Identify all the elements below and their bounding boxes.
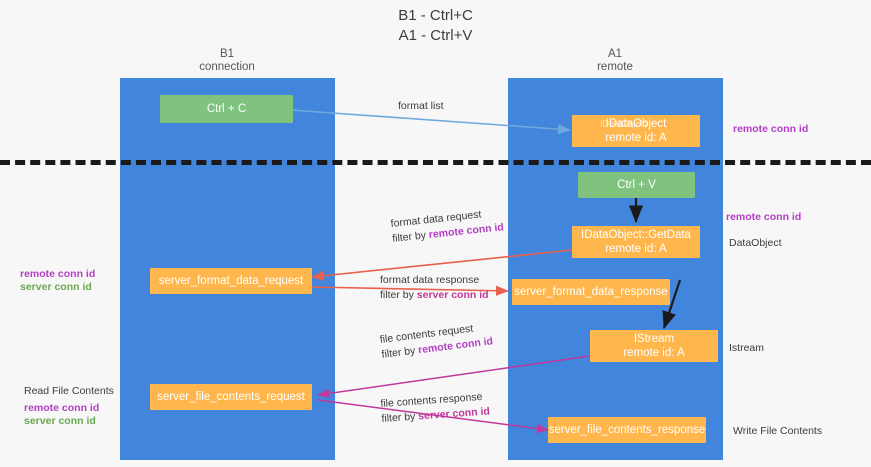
box-server-file-contents-request-label: server_file_contents_request — [157, 391, 305, 403]
box-ctrl-v[interactable]: Ctrl + V — [578, 172, 695, 198]
annotation-left-server-conn-id: server conn id — [20, 281, 92, 293]
annotation-left-remote-conn-id-2: remote conn id — [24, 402, 100, 414]
column-header-b1-name: B1 — [219, 48, 235, 60]
column-header-a1-name: A1 — [607, 48, 623, 60]
page-title: B1 - Ctrl+C A1 - Ctrl+V — [0, 6, 871, 46]
annotation-dataobject: DataObject — [729, 237, 782, 249]
annotation-left-remote-conn-id: remote conn id — [20, 268, 96, 280]
box-ctrl-c[interactable]: Ctrl + C — [160, 95, 293, 123]
box-istream-line-2: remote id: A — [623, 347, 685, 359]
box-server-format-data-request-label: server_format_data_request — [158, 275, 304, 287]
annotation-write-file-contents: Write File Contents — [733, 425, 823, 437]
annotation-istream: Istream — [729, 342, 765, 354]
edge-label-format-list: format list — [398, 99, 444, 114]
annotation-remote-conn-id-mid: remote conn id — [726, 211, 802, 223]
box-istream-line-1: IStream — [633, 333, 675, 345]
filter-key-server-conn-id: server conn id — [416, 289, 489, 301]
annotation-left-server-conn-id-2: server conn id — [24, 415, 96, 427]
edge-label-file-contents-request: file contents request filter by remote c… — [379, 319, 494, 362]
box-idataobject-ghost-text: IDataObject — [599, 119, 647, 129]
filter-prefix: filter by — [381, 410, 419, 425]
filter-prefix: filter by — [391, 229, 430, 245]
box-idataobject[interactable]: IDataObject IDataObject remote id: A — [572, 115, 700, 147]
box-idataobject-line-2: remote id: A — [605, 132, 667, 144]
filter-prefix: filter by — [380, 289, 417, 301]
box-server-file-contents-response-label: server_file_contents_response — [548, 424, 706, 436]
box-server-format-data-response[interactable]: server_format_data_response — [512, 279, 670, 305]
column-header-b1: B1 connection — [147, 48, 307, 74]
box-ctrl-c-label: Ctrl + C — [206, 103, 247, 115]
box-server-format-data-response-label: server_format_data_response — [514, 286, 668, 298]
box-server-file-contents-request[interactable]: server_file_contents_request — [150, 384, 312, 410]
annotation-remote-conn-id-top: remote conn id — [733, 123, 809, 135]
column-header-b1-sub: connection — [199, 61, 255, 73]
box-idataobject-getdata[interactable]: IDataObject::GetData remote id: A — [572, 226, 700, 258]
edge-label-file-contents-response: file contents response filter by server … — [380, 389, 490, 426]
box-istream[interactable]: IStream remote id: A — [590, 330, 718, 362]
edge-label-format-data-request: format data request filter by remote con… — [390, 205, 505, 247]
title-line-2: A1 - Ctrl+V — [398, 27, 473, 44]
edge-label-format-data-response: format data response filter by server co… — [380, 273, 489, 303]
filter-prefix: filter by — [380, 344, 419, 361]
edge-label-format-data-response-filter: filter by server conn id — [380, 288, 489, 303]
box-server-file-contents-response[interactable]: server_file_contents_response — [548, 417, 706, 443]
box-server-format-data-request[interactable]: server_format_data_request — [150, 268, 312, 294]
column-header-a1: A1 remote — [535, 48, 695, 74]
box-ctrl-v-label: Ctrl + V — [617, 179, 656, 191]
edge-label-format-list-text: format list — [398, 100, 444, 112]
box-getdata-line-1: IDataObject::GetData — [581, 229, 691, 241]
filter-key-server-conn-id: server conn id — [417, 405, 491, 423]
phase-divider — [0, 160, 871, 165]
box-idataobject-line-1: IDataObject — [605, 118, 667, 130]
edge-label-format-data-response-text: format data response — [380, 274, 480, 286]
column-header-a1-sub: remote — [597, 61, 633, 73]
title-line-1: B1 - Ctrl+C — [398, 7, 473, 24]
box-getdata-line-2: remote id: A — [605, 243, 667, 255]
annotation-read-file-contents: Read File Contents — [24, 385, 114, 397]
